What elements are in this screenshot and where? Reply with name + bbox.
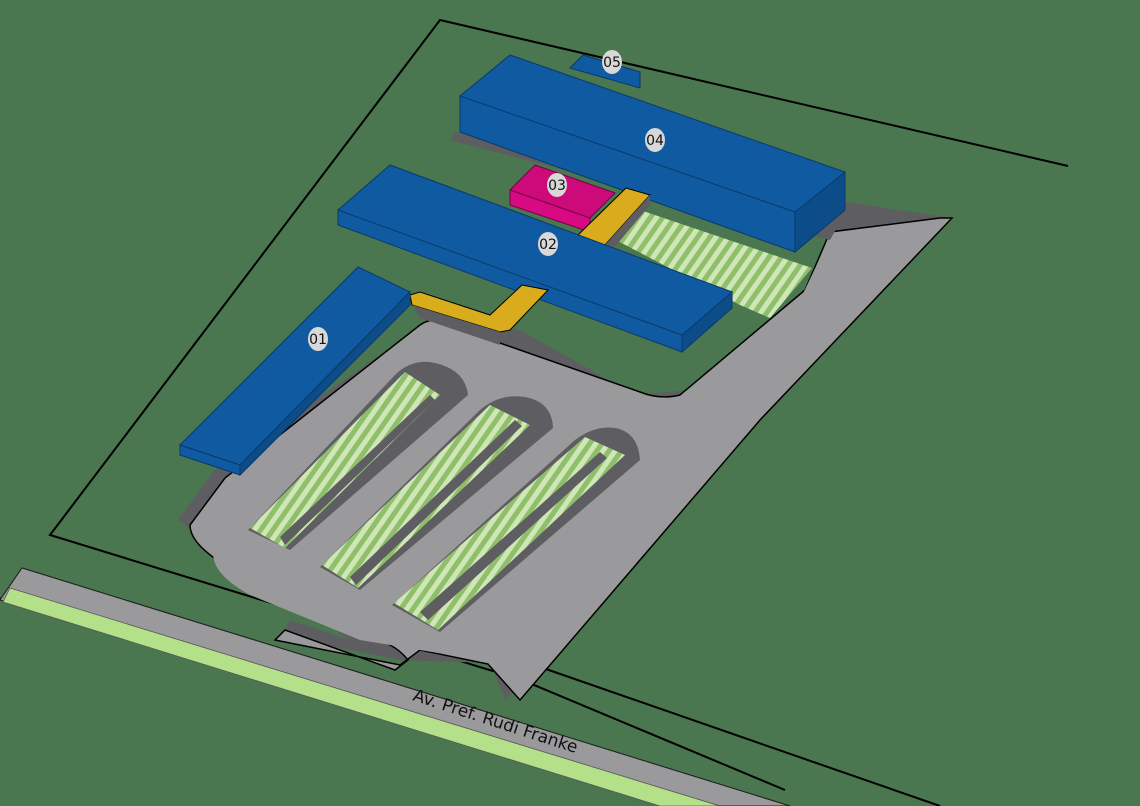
badge-02: 02	[538, 232, 558, 256]
building-02	[337, 164, 733, 354]
green-area	[612, 210, 812, 318]
svg-text:01: 01	[309, 332, 327, 348]
svg-text:02: 02	[539, 237, 557, 253]
street	[0, 567, 791, 806]
property-boundary	[48, 18, 1069, 791]
badge-04: 04	[645, 128, 665, 152]
svg-text:03: 03	[548, 178, 566, 194]
svg-text:04: 04	[646, 133, 664, 149]
badge-01: 01	[308, 327, 328, 351]
badge-05: 05	[602, 50, 622, 74]
parking-islands	[248, 361, 640, 632]
boundary-line	[519, 659, 941, 806]
badge-03: 03	[547, 173, 567, 197]
building-04	[450, 54, 846, 254]
building-05	[569, 54, 641, 89]
svg-text:05: 05	[603, 55, 621, 71]
walkway-south	[409, 284, 549, 345]
building-01	[179, 266, 411, 477]
